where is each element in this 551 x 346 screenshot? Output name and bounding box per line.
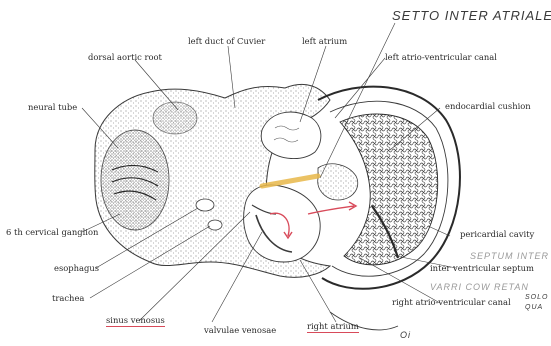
label-esophagus: esophagus	[54, 263, 99, 273]
label-neural-tube: neural tube	[28, 102, 77, 112]
neural-tube	[101, 130, 169, 230]
label-valvulae-venosae: valvulae venosae	[204, 325, 276, 335]
label-sixth-cervical-ganglion: 6 th cervical ganglion	[6, 227, 98, 237]
label-left-atrium: left atrium	[302, 36, 347, 46]
interatrial-septum-highlight	[262, 176, 318, 186]
label-trachea: trachea	[52, 293, 84, 303]
label-right-atrio-ventricular-canal: right atrio-ventricular canal	[392, 297, 511, 307]
label-dorsal-aortic-root: dorsal aortic root	[88, 52, 162, 62]
left-atrium	[261, 112, 321, 159]
esophagus-shape	[196, 199, 214, 211]
trachea-shape	[208, 220, 222, 230]
handwritten-qua: QUA	[525, 304, 543, 311]
label-left-duct-of-cuvier: left duct of Cuvier	[188, 36, 265, 46]
handwritten-setto-inter-atriale: SETTO INTER ATRIALE	[392, 8, 551, 23]
label-left-atrio-ventricular-canal: left atrio-ventricular canal	[385, 52, 497, 62]
handwritten-septum-inter: SEPTUM INTER	[470, 251, 549, 261]
handwritten-oi: Oi	[400, 330, 411, 340]
label-endocardial-cushion: endocardial cushion	[445, 101, 531, 111]
label-right-atrium: right atrium	[307, 321, 359, 333]
endocardial-cushion	[318, 164, 358, 200]
right-atrium	[244, 185, 321, 262]
handwritten-valves-note: VARRI COW RETAN	[430, 282, 529, 292]
handwritten-solo: SOLO	[525, 294, 548, 301]
label-interventricular-septum: inter ventricular septum	[430, 263, 534, 273]
label-sinus-venosus: sinus venosus	[106, 315, 165, 327]
label-pericardial-cavity: pericardial cavity	[460, 229, 534, 239]
